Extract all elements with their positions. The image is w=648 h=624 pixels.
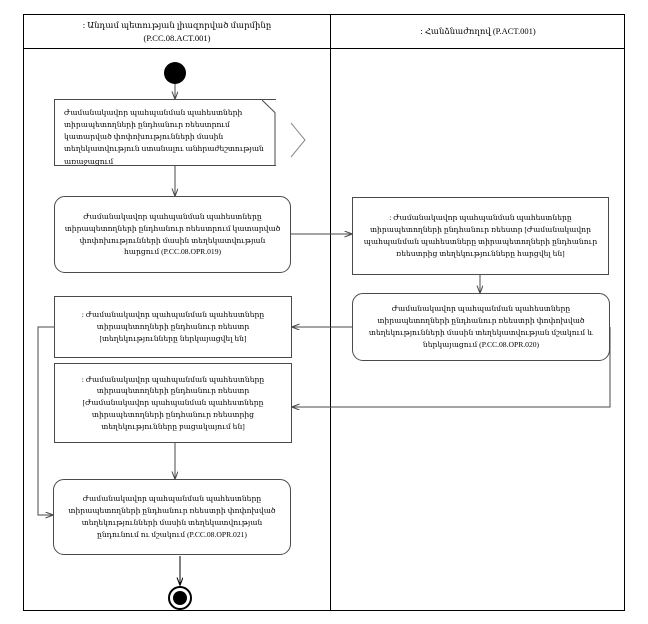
activity-note: Ժամանակավոր պահպանման պահեստների տիրապետ… xyxy=(54,99,276,166)
state-register-requested-label: : Ժամանակավոր պահպանման պահեստները տիրապ… xyxy=(363,213,598,258)
action-opr-021-label: Ժամանակավոր պահպանման պահեստները տիրապետ… xyxy=(68,494,276,539)
swimlane-frame xyxy=(23,14,625,611)
state-info-absent[interactable]: : Ժամանակավոր պահպանման պահեստները տիրապ… xyxy=(54,363,292,443)
state-info-presented[interactable]: : Ժամանակավոր պահպանման պահեստները տիրապ… xyxy=(54,296,292,358)
lane-header-member-state: : Անդամ պետության լիազորված մարմինը (P.C… xyxy=(24,15,330,48)
action-opr-020-label: Ժամանակավոր պահպանման պահեստները տիրապետ… xyxy=(368,304,594,349)
state-info-presented-label: : Ժամանակավոր պահպանման պահեստները տիրապ… xyxy=(81,310,265,343)
action-opr-021[interactable]: Ժամանակավոր պահպանման պահեստները տիրապետ… xyxy=(53,479,291,555)
action-opr-019[interactable]: Ժամանակավոր պահպանման պահեստները տիրապետ… xyxy=(54,196,291,273)
action-opr-019-label: Ժամանակավոր պահպանման պահեստները տիրապետ… xyxy=(64,211,281,257)
lane-header-commission: : Հանձնաժողով (P.ACT.001) xyxy=(331,15,625,48)
state-register-requested[interactable]: : Ժամանակավոր պահպանման պահեստները տիրապ… xyxy=(352,197,609,275)
action-opr-020[interactable]: Ժամանակավոր պահպանման պահեստները տիրապետ… xyxy=(352,293,610,361)
lane-code-member-state: (P.CC.08.ACT.001) xyxy=(143,32,211,43)
initial-node xyxy=(164,62,186,84)
note-fold-icon xyxy=(262,100,276,165)
lane-divider xyxy=(330,14,331,611)
final-node xyxy=(168,586,192,610)
lane-title-commission: : Հանձնաժողով (P.ACT.001) xyxy=(420,26,536,37)
activity-note-text: Ժամանակավոր պահպանման պահեստների տիրապետ… xyxy=(64,108,264,166)
lane-header-separator xyxy=(23,48,625,49)
lane-title-member-state: : Անդամ պետության լիազորված մարմինը xyxy=(82,20,272,31)
state-info-absent-label: : Ժամանակավոր պահպանման պահեստները տիրապ… xyxy=(81,374,265,431)
